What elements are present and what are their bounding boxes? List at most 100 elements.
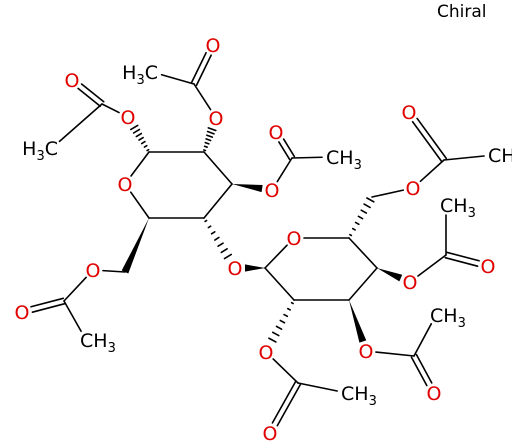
hashed-bond-RC2-O2r-2 [283,313,289,318]
double-bond-Cc6r-Od6r-second [411,120,443,163]
oxygen-atom-Od3r: O [427,383,442,405]
methyl-group-Me1: H3C [22,138,58,164]
oxygen-atom-LO: O [118,174,133,196]
double-bond-Cc2-Od2-second [190,51,207,84]
bond-O3a-Cc3 [276,157,293,183]
oxygen-atom-O6r: O [406,178,421,200]
wedge-bond-LC5-C6 [121,218,149,274]
methyl-group-Me2: H3C [122,62,158,88]
hashed-bond-LC2-O2a-0 [203,149,207,152]
hashed-bond-RC5-RC6-4 [360,209,368,214]
hashed-bond-RC5-RC6-2 [354,221,360,226]
double-bond-Cc1-Od1-second [77,87,102,107]
oxygen-atom-O2a: O [209,108,224,130]
bond-Cc3-Me3 [291,156,323,159]
hashed-bond-LC1-O1a-4 [135,132,143,138]
oxygen-atom-Og: O [228,258,243,280]
methyl-group-Me6: CH3 [80,330,116,356]
hashed-bond-LC1-O1a-1 [143,144,148,148]
hashed-bond-RC2-O2r-5 [271,331,280,337]
hashed-bond-LC2-O2a-5 [206,130,215,135]
double-bond-Cc3-Od3-second [278,141,291,161]
hashed-bond-LC2-O2a-3 [205,138,212,142]
double-bond-Cc4r-Od4r-second [445,251,480,262]
bond-O3r-Cc3r [375,351,415,357]
oxygen-atom-O3a: O [265,180,280,202]
hashed-bond-LC4-Og-5 [220,248,228,254]
hashed-bond-RC5-RC6-5 [363,203,371,209]
double-bond-Cc1-Od1 [80,83,105,103]
hashed-bond-LC2-O2a-1 [203,145,208,148]
wedge-bond-RC1-Og [245,264,265,272]
oxygen-atom-Od1: O [65,70,80,92]
bond-O6a-Cc6 [63,276,87,302]
hashed-bond-LC1-O1a-2 [140,140,146,145]
bond-Cc2-Me2 [160,73,195,85]
bond-Cc2r-Me2r [297,382,339,392]
hashed-bond-LC1-O1a-5 [132,128,141,134]
oxygen-atom-Od6: O [15,302,30,324]
hashed-bond-LC2-O2a-2 [204,141,210,145]
hashed-bond-RC5-RC6-6 [366,197,375,203]
bond-LC5-LO [129,191,150,219]
bond-Cc6-Me6 [63,300,82,333]
oxygen-atom-O2r: O [259,342,274,364]
bond-LO-LC1 [130,151,150,177]
hashed-bond-RC2-O2r-6 [268,337,277,343]
oxygen-atom-Od4r: O [481,256,496,278]
bond-C6-O6a [102,269,126,273]
hashed-bond-LC4-Og-3 [214,236,220,241]
wedge-bond-RC3-O3r [349,300,367,343]
bond-Cc1-Me1 [58,103,103,143]
methyl-group-Me2r: CH3 [341,383,377,409]
oxygen-atom-Od6r: O [402,102,417,124]
double-bond-Cc2-Od2 [195,54,212,87]
oxygen-atom-O4r: O [403,272,418,294]
methyl-group-Me4r: CH3 [440,195,476,221]
bond-Cc6r-Me6r [443,155,485,161]
methyl-group-Me3: CH3 [326,147,362,173]
bond-RC4-RC5 [348,237,378,269]
double-bond-Cc6-Od6-second [31,302,66,313]
oxygen-atom-Od2: O [206,35,221,57]
double-bond-Cc2r-Od2r-second [276,383,302,427]
methyl-group-Me3r: CH3 [430,305,466,331]
hashed-bond-LC1-O1a-0 [146,148,150,152]
double-bond-Cc4r-Od4r [444,256,479,267]
wedge-bond-RC4-O4r [377,268,403,282]
oxygen-atom-O1a: O [121,107,136,129]
oxygen-atom-Od3: O [269,122,284,144]
bond-RC3-RC4 [348,267,378,301]
wedge-bond-LC3-O3a [232,184,263,193]
oxygen-atom-Od2r: O [263,423,278,445]
oxygen-atom-RO: O [287,228,302,250]
double-bond-Cc2r-Od2r [271,380,297,424]
bond-RC6-O6r [371,189,405,198]
bond-O6r-Cc6r [419,159,445,183]
hashed-bond-RC2-O2r-4 [275,325,283,330]
bond-RC1-RC2 [264,267,295,301]
hashed-bond-RC2-O2r-0 [290,301,294,305]
chiral-annotation: Chiral [437,2,487,22]
hashed-bond-LC2-O2a-6 [207,127,217,132]
double-bond-Cc3r-Od3r-second [415,353,433,384]
oxygen-atom-O3r: O [359,341,374,363]
hashed-bond-RC5-RC6-1 [351,227,356,231]
hashed-bond-LC1-O1a-3 [138,136,144,141]
hashed-bond-LC4-Og-6 [223,253,233,260]
double-bond-Cc3-Od3 [282,138,296,158]
hashed-bond-LC1-O1a-6 [130,124,139,131]
hashed-bond-RC2-O2r-3 [279,319,286,324]
double-bond-Cc6r-Od6r [416,117,448,160]
bond-LC3-LC4 [203,183,233,219]
bond-Cc3r-Me3r [413,323,433,357]
bond-RO-RC1 [264,244,288,269]
double-bond-Cc6-Od6 [30,297,65,308]
hashed-bond-RC2-O2r-1 [287,307,292,311]
hashed-bond-RC5-RC6-3 [357,215,364,220]
hashed-bond-LC4-Og-4 [217,242,224,248]
methyl-group-Me6r: CH3 [488,145,512,171]
bond-O1a-Cc1 [101,103,120,114]
